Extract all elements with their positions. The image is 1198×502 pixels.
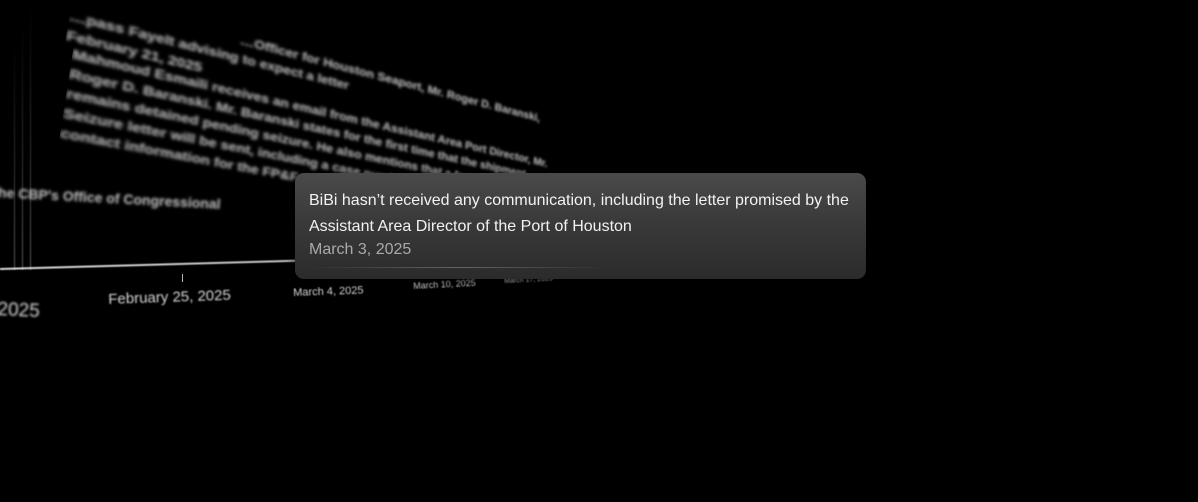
- connector-line: [22, 20, 23, 270]
- connector-line: [30, 0, 31, 270]
- connector-line: [14, 40, 15, 270]
- tooltip-text: BiBi hasn’t received any communication, …: [309, 192, 849, 235]
- axis-label: March 10, 2025: [413, 277, 476, 291]
- axis-tick: [182, 274, 183, 282]
- axis-label: March 4, 2025: [293, 284, 364, 299]
- event-line: …Officer for Houston Seaport, Mr. Roger …: [239, 32, 541, 124]
- tooltip-date: March 3, 2025: [309, 241, 412, 258]
- event-line: …pass Fayelt advising to expect a letter: [68, 7, 350, 92]
- event-tooltip: BiBi hasn’t received any communication, …: [295, 173, 866, 279]
- timeline-event-left[interactable]: the CBP's Office of Congressional: [0, 182, 221, 214]
- event-line: the CBP's Office of Congressional: [0, 183, 221, 212]
- event-date: February 21, 2025: [65, 26, 204, 75]
- tooltip-divider: [309, 267, 609, 268]
- axis-label: 2025: [0, 299, 41, 323]
- event-line: Roger D. Baranski. Mr. Baranski states f…: [68, 65, 527, 180]
- timeline-event-upper[interactable]: …Officer for Houston Seaport, Mr. Roger …: [65, 0, 541, 155]
- event-line: Mahmoud Esmaili receives an email from t…: [71, 45, 549, 170]
- axis-label: February 25, 2025: [108, 286, 232, 308]
